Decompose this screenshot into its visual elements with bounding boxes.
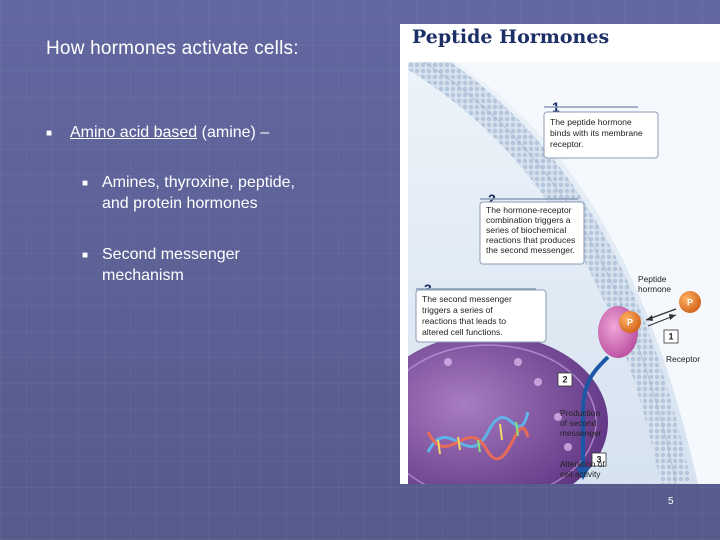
svg-text:reactions that leads to: reactions that leads to [422,316,506,326]
peptide-hormone-molecule: P [679,291,701,313]
dna-helix-icon [426,411,530,461]
bound-hormone-label: P [627,318,633,328]
svg-text:triggers a series of: triggers a series of [422,305,493,315]
label-alteration-line-1: Alteration of [560,459,605,469]
page-number: 5 [668,496,674,507]
nucleus [400,334,608,484]
svg-text:reactions that produces: reactions that produces [486,235,575,245]
label-peptide-hormone-line-1: Peptide [638,274,667,284]
sub-bullet-second-messenger: ■ Second messenger mechanism [82,244,362,286]
sub-bullet-line-1: Amines, thyroxine, peptide, [102,174,295,191]
bullet-square-icon: ■ [46,128,53,139]
svg-text:binds with its membrane: binds with its membrane [550,128,643,138]
svg-text:The second messenger: The second messenger [422,294,512,304]
free-hormone-label: P [687,298,693,308]
svg-text:The hormone-receptor: The hormone-receptor [486,205,572,215]
membrane-receptor: P [598,306,641,358]
slide-title: How hormones activate cells: [46,38,299,59]
sub-bullet-amines: ■ Amines, thyroxine, peptide, and protei… [82,172,362,214]
sub-bullet-line-2: and protein hormones [102,195,258,212]
extracellular-space [438,52,720,484]
svg-text:The peptide hormone: The peptide hormone [550,117,632,127]
svg-text:2: 2 [562,375,567,385]
peptide-hormones-figure: Peptide Hormones [400,24,720,484]
svg-text:the second messenger.: the second messenger. [486,245,575,255]
callout-step-1: 1 The peptide hormone binds with its mem… [543,99,659,159]
bullet-square-icon: ■ [82,250,89,261]
sub-bullet-line-1: Second messenger [102,246,240,263]
figure-illustration: P P 1 2 3 [400,39,720,484]
callout-step-3: 3 The second messenger triggers a series… [415,281,547,343]
label-production-line-1: Production [560,408,600,418]
sub-bullet-line-2: mechanism [102,267,184,284]
callout-step-2: 2 The hormone-receptor combination trigg… [479,191,585,265]
signal-arrow [581,355,610,472]
bullet-underlined-term: Amino acid based [70,124,198,141]
svg-text:3: 3 [596,455,601,465]
box-number-3: 3 [591,452,607,467]
svg-text:combination triggers a: combination triggers a [486,215,571,225]
label-alteration-line-2: cell activity [560,469,601,479]
svg-text:altered cell functions.: altered cell functions. [422,327,503,337]
figure-title: Peptide Hormones [412,26,610,48]
box-number-2: 2 [557,372,573,387]
bullet-rest: (amine) – [197,124,270,141]
label-production-line-2: of second [560,418,597,428]
label-peptide-hormone-line-2: hormone [638,284,671,294]
bullet-amino-acid: ■ Amino acid based (amine) – [46,122,386,143]
svg-text:series of biochemical: series of biochemical [486,225,566,235]
bullet-square-icon: ■ [82,178,89,189]
label-production-line-3: messenger [560,428,602,438]
svg-text:receptor.: receptor. [550,139,583,149]
box-number-1: 1 [663,329,679,344]
label-receptor: Receptor [666,354,700,364]
bullet-text: Amino acid based (amine) – [70,122,386,143]
svg-text:1: 1 [668,332,673,342]
